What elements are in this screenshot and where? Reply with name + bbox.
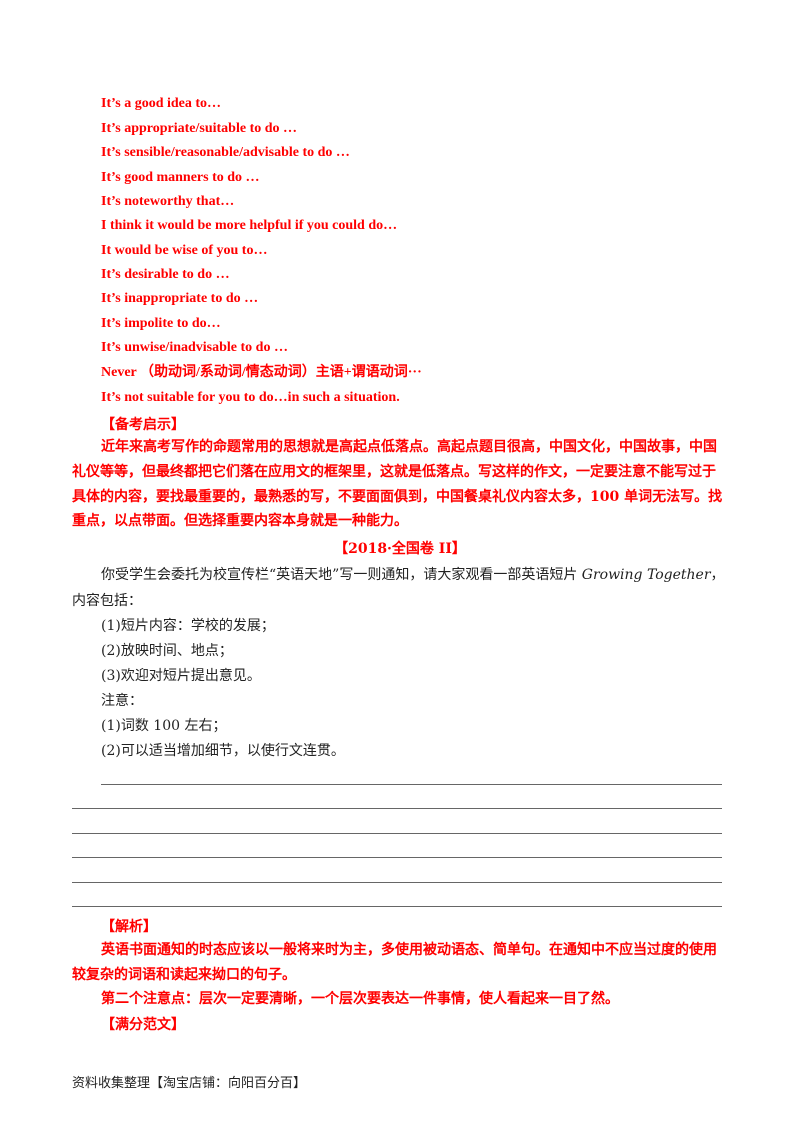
- phrase-line: It’s desirable to do …: [101, 267, 230, 282]
- task-item: (2)放映时间、地点；: [101, 643, 233, 659]
- prep-line: 近年来高考写作的命题常用的思想就是高起点低落点。高起点题目很高，中国文化，中国故…: [101, 439, 717, 455]
- task-item: (1)短片内容：学校的发展；: [101, 618, 275, 634]
- prep-line: 重点，以点带面。但选择重要内容本身就是一种能力。: [72, 513, 408, 529]
- phrase-line: It’s inappropriate to do …: [101, 291, 259, 306]
- phrase-line: It’s impolite to do…: [101, 316, 221, 331]
- analysis-line: 第二个注意点：层次一定要清晰，一个层次要表达一件事情，使人看起来一目了然。: [101, 991, 619, 1007]
- writing-line: [101, 784, 722, 785]
- note-item: (1)词数 100 左右；: [101, 718, 227, 734]
- phrase-line: It’s appropriate/suitable to do …: [101, 121, 298, 136]
- task-intro-line2: 内容包括：: [72, 593, 142, 609]
- writing-line: [72, 833, 722, 834]
- note-item: (2)可以适当增加细节，以使行文连贯。: [101, 743, 345, 759]
- phrase-line: It’s sensible/reasonable/advisable to do…: [101, 145, 350, 160]
- prep-line: 具体的内容，要找最重要的，最熟悉的写，不要面面俱到，中国餐桌礼仪内容太多，100…: [72, 489, 723, 505]
- phrase-line: I think it would be more helpful if you …: [101, 218, 398, 233]
- writing-line: [72, 857, 722, 858]
- sample-heading: 【满分范文】: [101, 1017, 185, 1033]
- writing-line: [72, 882, 722, 883]
- phrase-line: It’s noteworthy that…: [101, 194, 235, 209]
- phrase-line: It’s a good idea to…: [101, 96, 222, 111]
- phrase-line: It’s not suitable for you to do…in such …: [101, 390, 400, 405]
- phrase-line: It’s good manners to do …: [101, 170, 260, 185]
- task-intro-punct: ，: [710, 567, 725, 583]
- task-intro-text: 你受学生会委托为校宣传栏“英语天地”写一则通知，请大家观看一部英语短片: [101, 567, 582, 583]
- prep-heading: 【备考启示】: [101, 417, 185, 433]
- task-item: (3)欢迎对短片提出意见。: [101, 668, 261, 684]
- phrase-line: It would be wise of you to…: [101, 243, 268, 258]
- footer-text: 资料收集整理【淘宝店铺：向阳百分百】: [72, 1076, 307, 1091]
- exam-title: 【2018·全国卷 II】: [334, 541, 466, 557]
- note-label: 注意：: [101, 693, 143, 709]
- analysis-line: 较复杂的词语和读起来拗口的句子。: [72, 967, 296, 983]
- phrase-line: It’s unwise/inadvisable to do …: [101, 340, 288, 355]
- analysis-line: 英语书面通知的时态应该以一般将来时为主，多使用被动语态、简单句。在通知中不应当过…: [101, 942, 717, 958]
- task-intro: 你受学生会委托为校宣传栏“英语天地”写一则通知，请大家观看一部英语短片 Grow…: [101, 566, 725, 584]
- phrase-line: Never （助动词/系动词/情态动词）主语+谓语动词···: [101, 365, 422, 380]
- writing-line: [72, 808, 722, 809]
- film-title: Growing Together: [581, 567, 711, 583]
- prep-line: 礼仪等等，但最终都把它们落在应用文的框架里，这就是低落点。写这样的作文，一定要注…: [72, 464, 716, 480]
- analysis-heading: 【解析】: [101, 919, 157, 935]
- writing-line: [72, 906, 722, 907]
